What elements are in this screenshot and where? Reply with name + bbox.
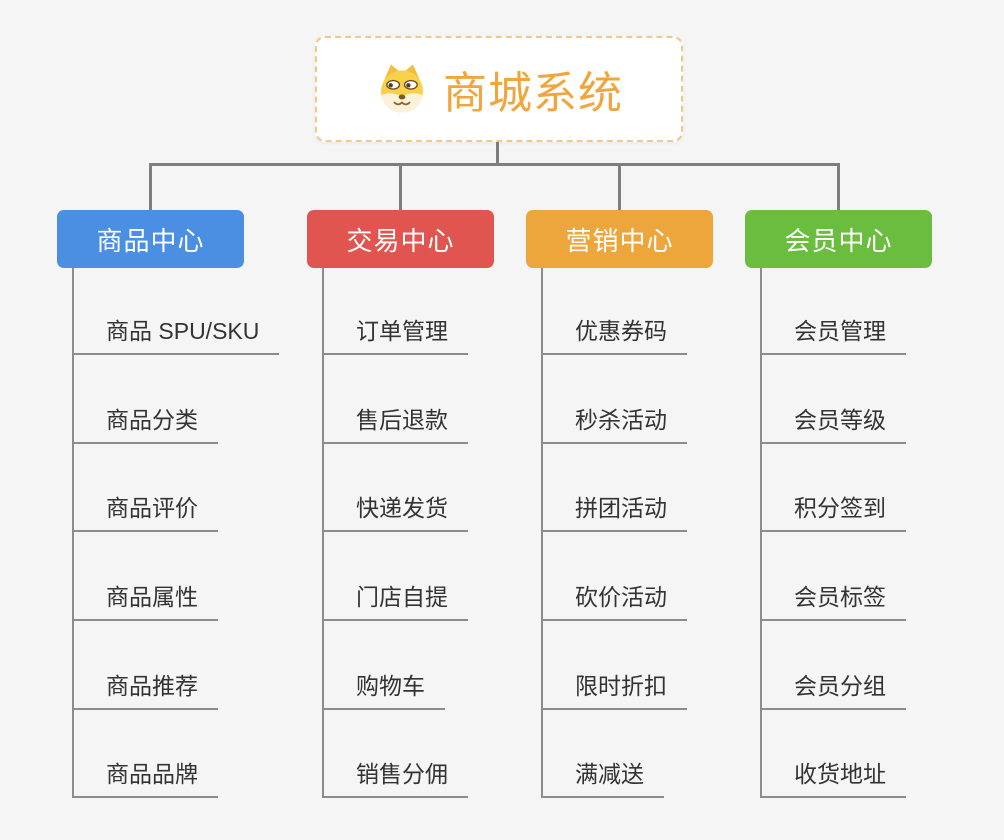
branch-trade-center: 交易中心 订单管理 售后退款 快递发货 门店自提 购物车 销售分佣	[307, 210, 567, 810]
subtopic-node[interactable]: 售后退款	[322, 405, 468, 444]
branch-box-member-center[interactable]: 会员中心	[745, 210, 932, 268]
subtopic-node[interactable]: 商品评价	[72, 493, 218, 532]
subtopic-node[interactable]: 积分签到	[760, 493, 906, 532]
subtopic-node[interactable]: 订单管理	[322, 316, 468, 355]
branch-product-center: 商品中心 商品 SPU/SKU 商品分类 商品评价 商品属性 商品推荐 商品品牌	[57, 210, 317, 810]
connector-trunk	[760, 268, 762, 798]
subtopic-node[interactable]: 门店自提	[322, 582, 468, 621]
subtopic-node[interactable]: 砍价活动	[541, 582, 687, 621]
branch-member-center: 会员中心 会员管理 会员等级 积分签到 会员标签 会员分组 收货地址	[745, 210, 1004, 810]
connector-trunk	[72, 268, 74, 798]
subtopic-node[interactable]: 商品分类	[72, 405, 218, 444]
subtopic-node[interactable]: 收货地址	[760, 759, 906, 798]
subtopic-node[interactable]: 销售分佣	[322, 759, 468, 798]
subtopic-node[interactable]: 购物车	[322, 671, 445, 710]
subtopic-node[interactable]: 满减送	[541, 759, 664, 798]
connector-trunk	[541, 268, 543, 798]
subtopic-node[interactable]: 优惠券码	[541, 316, 687, 355]
subtopic-node[interactable]: 商品品牌	[72, 759, 218, 798]
subtopic-node[interactable]: 商品属性	[72, 582, 218, 621]
subtopic-node[interactable]: 会员标签	[760, 582, 906, 621]
subtopic-node[interactable]: 秒杀活动	[541, 405, 687, 444]
subtopic-node[interactable]: 会员分组	[760, 671, 906, 710]
subtopic-node[interactable]: 会员等级	[760, 405, 906, 444]
subtopic-node[interactable]: 拼团活动	[541, 493, 687, 532]
connector-drop-product	[149, 163, 152, 210]
connector-root-stub	[496, 142, 499, 163]
subtopic-node[interactable]: 快递发货	[322, 493, 468, 532]
connector-trunk	[322, 268, 324, 798]
connector-drop-trade	[399, 163, 402, 210]
subtopic-node[interactable]: 会员管理	[760, 316, 906, 355]
connector-drop-marketing	[618, 163, 621, 210]
subtopic-node[interactable]: 商品 SPU/SKU	[72, 316, 280, 355]
connector-drop-member	[837, 163, 840, 210]
connector-horizontal	[149, 163, 840, 166]
branch-marketing-center: 营销中心 优惠券码 秒杀活动 拼团活动 砍价活动 限时折扣 满减送	[526, 210, 786, 810]
subtopic-node[interactable]: 限时折扣	[541, 671, 687, 710]
root-node[interactable]: 商城系统	[315, 36, 683, 142]
branch-box-product-center[interactable]: 商品中心	[57, 210, 244, 268]
subtopic-node[interactable]: 商品推荐	[72, 671, 218, 710]
branch-box-trade-center[interactable]: 交易中心	[307, 210, 494, 268]
branch-box-marketing-center[interactable]: 营销中心	[526, 210, 713, 268]
root-title: 商城系统	[443, 69, 623, 118]
dog-face-icon	[380, 64, 424, 113]
